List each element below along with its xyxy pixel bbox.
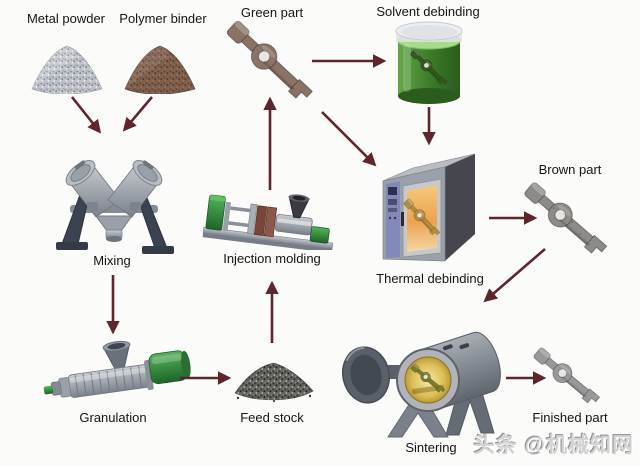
mixing-machine bbox=[56, 160, 174, 254]
arrow-polymer-binder-to-mixing bbox=[122, 96, 153, 132]
granulation-extruder bbox=[43, 340, 191, 398]
green-part bbox=[224, 20, 317, 104]
mold-plate bbox=[263, 206, 278, 238]
label-finished-part: Finished part bbox=[532, 410, 608, 425]
label-thermal-debinding: Thermal debinding bbox=[376, 271, 484, 286]
thermal-debinding-oven bbox=[382, 153, 476, 262]
metal-powder-pile bbox=[31, 45, 103, 94]
label-brown-part: Brown part bbox=[538, 162, 602, 177]
label-granulation: Granulation bbox=[79, 410, 147, 425]
blender-cone bbox=[95, 215, 133, 232]
brown-part bbox=[520, 178, 611, 261]
arrow-metal-powder-to-mixing bbox=[70, 96, 102, 134]
label-sintering: Sintering bbox=[405, 440, 457, 455]
solvent-debinding-beaker bbox=[395, 21, 463, 104]
injection-molding-machine bbox=[202, 194, 334, 250]
label-metal-powder: Metal powder bbox=[26, 11, 106, 26]
watermark: 头条 @机械知网 bbox=[473, 434, 634, 457]
sintering-furnace bbox=[342, 331, 501, 438]
polymer-binder-pile bbox=[124, 45, 196, 94]
oven-door-handle bbox=[401, 212, 404, 226]
feed-stock-pile bbox=[234, 362, 314, 403]
label-mixing: Mixing bbox=[93, 253, 131, 268]
furnace-lid bbox=[342, 346, 390, 404]
label-injection-molding: Injection molding bbox=[223, 251, 321, 266]
oven-side-face bbox=[445, 154, 475, 261]
extruder-nozzle bbox=[43, 385, 54, 395]
mold-plate bbox=[253, 205, 268, 236]
label-polymer-binder: Polymer binder bbox=[119, 11, 207, 26]
label-green-part: Green part bbox=[240, 5, 304, 20]
label-solvent-debinding: Solvent debinding bbox=[376, 4, 480, 19]
injection-end-block bbox=[309, 226, 330, 244]
label-feed-stock: Feed stock bbox=[240, 410, 304, 425]
finished-part bbox=[530, 344, 603, 410]
arrow-green-part-to-thermal-debinding bbox=[321, 111, 377, 167]
